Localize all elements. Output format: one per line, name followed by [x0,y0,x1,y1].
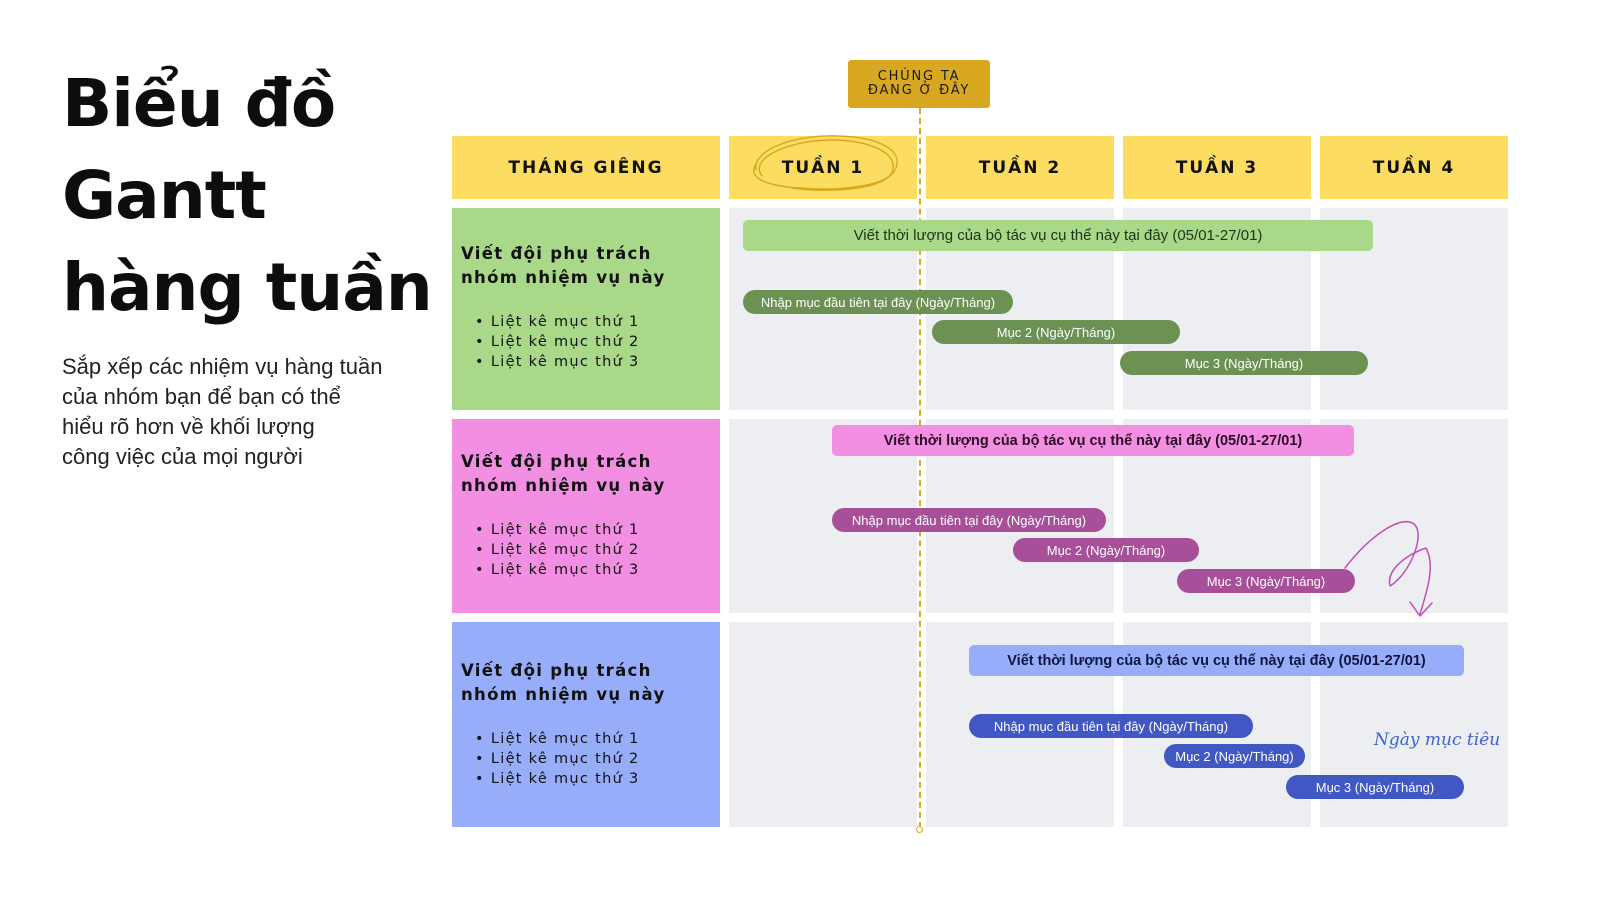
team-3-duration-bar[interactable]: Viết thời lượng của bộ tác vụ cụ thể này… [969,645,1464,676]
week-2-header: TUẦN 2 [926,136,1114,199]
team-1-task-3-bar[interactable]: Mục 3 (Ngày/Tháng) [1120,351,1368,375]
team-3-item-list: Liệt kê mục thứ 1 Liệt kê mục thứ 2 Liệt… [461,729,720,789]
bar-label: Mục 2 (Ngày/Tháng) [1046,542,1166,558]
week-1-scribble-circle [753,135,898,191]
team-2-task-3-bar[interactable]: Mục 3 (Ngày/Tháng) [1177,569,1355,593]
title-line: hàng tuần [62,249,433,326]
bar-label: Mục 3 (Ngày/Tháng) [1184,355,1304,371]
team-1-task-2-bar[interactable]: Mục 2 (Ngày/Tháng) [932,320,1180,344]
list-item: Liệt kê mục thứ 1 [475,312,720,332]
team-1-card: Viết đội phụ trách nhóm nhiệm vụ này Liệ… [452,208,720,410]
team-name-line: nhóm nhiệm vụ này [461,476,666,495]
target-date-note: Ngày mục tiêu [1374,730,1501,750]
month-header-label: THÁNG GIÊNG [508,157,664,178]
team-1-item-list: Liệt kê mục thứ 1 Liệt kê mục thứ 2 Liệt… [461,312,720,372]
team-1-duration-bar[interactable]: Viết thời lượng của bộ tác vụ cụ thể này… [743,220,1373,251]
list-item: Liệt kê mục thứ 1 [475,520,720,540]
today-marker: CHÚNG TA ĐANG Ở ĐÂY [848,60,990,108]
description-line: Sắp xếp các nhiệm vụ hàng tuần [62,354,383,379]
bar-label: Nhập mục đầu tiên tại đây (Ngày/Tháng) [993,718,1229,734]
week-3-header: TUẦN 3 [1123,136,1311,199]
today-marker-line: ĐANG Ở ĐÂY [867,83,971,98]
week-4-label: TUẦN 4 [1372,157,1456,178]
title-line: Gantt [62,157,267,234]
bar-label: Viết thời lượng của bộ tác vụ cụ thể này… [883,432,1303,449]
week-2-label: TUẦN 2 [978,157,1062,178]
bar-label: Viết thời lượng của bộ tác vụ cụ thể này… [853,227,1263,244]
arrow-doodle-icon [1344,521,1433,617]
week-3-label: TUẦN 3 [1175,157,1259,178]
team-name-line: Viết đội phụ trách [461,661,652,680]
team-2-name: Viết đội phụ trách nhóm nhiệm vụ này [461,450,720,498]
team-name-line: nhóm nhiệm vụ này [461,685,666,704]
team-3-task-2-bar[interactable]: Mục 2 (Ngày/Tháng) [1164,744,1305,768]
page-description: Sắp xếp các nhiệm vụ hàng tuần của nhóm … [62,352,422,472]
today-marker-line: CHÚNG TA [877,69,961,84]
bar-label: Mục 3 (Ngày/Tháng) [1206,573,1326,589]
title-line: Biểu đồ [62,65,336,142]
team-2-task-1-bar[interactable]: Nhập mục đầu tiên tại đây (Ngày/Tháng) [832,508,1106,532]
today-line-end-dot [916,826,923,833]
list-item: Liệt kê mục thứ 3 [475,560,720,580]
week-1-label: TUẦN 1 [781,157,865,178]
lane-cell [729,622,917,827]
description-line: công việc của mọi người [62,444,303,469]
bar-label: Nhập mục đầu tiên tại đây (Ngày/Tháng) [851,512,1087,528]
team-2-task-2-bar[interactable]: Mục 2 (Ngày/Tháng) [1013,538,1199,562]
page-title: Biểu đồ Gantt hàng tuần [62,58,442,334]
list-item: Liệt kê mục thứ 3 [475,352,720,372]
today-line [919,108,921,828]
team-3-task-1-bar[interactable]: Nhập mục đầu tiên tại đây (Ngày/Tháng) [969,714,1253,738]
list-item: Liệt kê mục thứ 2 [475,749,720,769]
description-line: hiểu rõ hơn về khối lượng [62,414,315,439]
team-name-line: Viết đội phụ trách [461,452,652,471]
list-item: Liệt kê mục thứ 3 [475,769,720,789]
week-4-header: TUẦN 4 [1320,136,1508,199]
team-1-name: Viết đội phụ trách nhóm nhiệm vụ này [461,242,720,290]
team-name-line: nhóm nhiệm vụ này [461,268,666,287]
bar-label: Nhập mục đầu tiên tại đây (Ngày/Tháng) [760,294,996,310]
bar-label: Viết thời lượng của bộ tác vụ cụ thể này… [1007,652,1426,669]
list-item: Liệt kê mục thứ 2 [475,332,720,352]
bar-label: Mục 3 (Ngày/Tháng) [1315,779,1435,795]
team-2-item-list: Liệt kê mục thứ 1 Liệt kê mục thứ 2 Liệt… [461,520,720,580]
team-2-duration-bar[interactable]: Viết thời lượng của bộ tác vụ cụ thể này… [832,425,1354,456]
team-name-line: Viết đội phụ trách [461,244,652,263]
bar-label: Mục 2 (Ngày/Tháng) [996,324,1116,340]
list-item: Liệt kê mục thứ 1 [475,729,720,749]
team-3-task-3-bar[interactable]: Mục 3 (Ngày/Tháng) [1286,775,1464,799]
bar-label: Mục 2 (Ngày/Tháng) [1175,748,1294,764]
team-3-name: Viết đội phụ trách nhóm nhiệm vụ này [461,659,720,707]
description-line: của nhóm bạn để bạn có thể [62,384,341,409]
team-2-card: Viết đội phụ trách nhóm nhiệm vụ này Liệ… [452,419,720,613]
list-item: Liệt kê mục thứ 2 [475,540,720,560]
team-3-card: Viết đội phụ trách nhóm nhiệm vụ này Liệ… [452,622,720,827]
month-header: THÁNG GIÊNG [452,136,720,199]
team-1-task-1-bar[interactable]: Nhập mục đầu tiên tại đây (Ngày/Tháng) [743,290,1013,314]
